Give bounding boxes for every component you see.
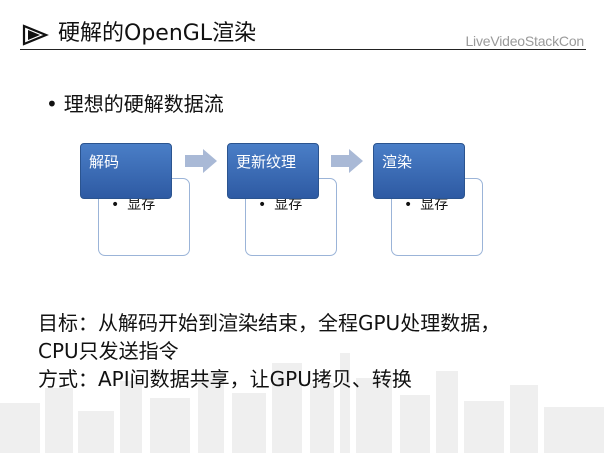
title-arrow-icon: [22, 24, 49, 46]
pipeline-stage-decode: • 显存 解码: [80, 143, 260, 258]
brand-logo-text: LiveVideoStackCon: [465, 33, 584, 49]
flow-arrow-icon: [331, 149, 363, 173]
city-skyline-background: [0, 353, 604, 453]
title-divider: [20, 49, 586, 50]
bullet-marker: •: [111, 197, 120, 213]
method-line: 方式：API间数据共享，让GPU拷贝、转换: [38, 367, 412, 391]
pipeline-stage-render: • 显存 渲染: [373, 143, 553, 258]
bullet-marker: •: [258, 197, 267, 213]
stage-item: 显存: [127, 197, 156, 213]
body-text: 目标：从解码开始到渲染结束，全程GPU处理数据， CPU只发送指令 方式：API…: [38, 309, 500, 393]
pipeline-stage-update-texture: • 显存 更新纹理: [227, 143, 407, 258]
goal-line-continued: CPU只发送指令: [38, 339, 179, 363]
stage-item: 显存: [274, 197, 303, 213]
bullet-marker: •: [404, 197, 413, 213]
bullet-text: 理想的硬解数据流: [63, 92, 224, 116]
goal-line: 目标：从解码开始到渲染结束，全程GPU处理数据，: [38, 311, 501, 335]
flow-arrow-icon: [185, 149, 217, 173]
stage-label: 解码: [80, 143, 172, 199]
bullet-heading: •理想的硬解数据流: [46, 90, 224, 118]
page-title: 硬解的OpenGL渲染: [58, 21, 257, 46]
stage-item: 显存: [420, 197, 449, 213]
bullet-marker: •: [46, 92, 58, 116]
stage-label: 渲染: [373, 143, 465, 199]
stage-label: 更新纹理: [227, 143, 319, 199]
